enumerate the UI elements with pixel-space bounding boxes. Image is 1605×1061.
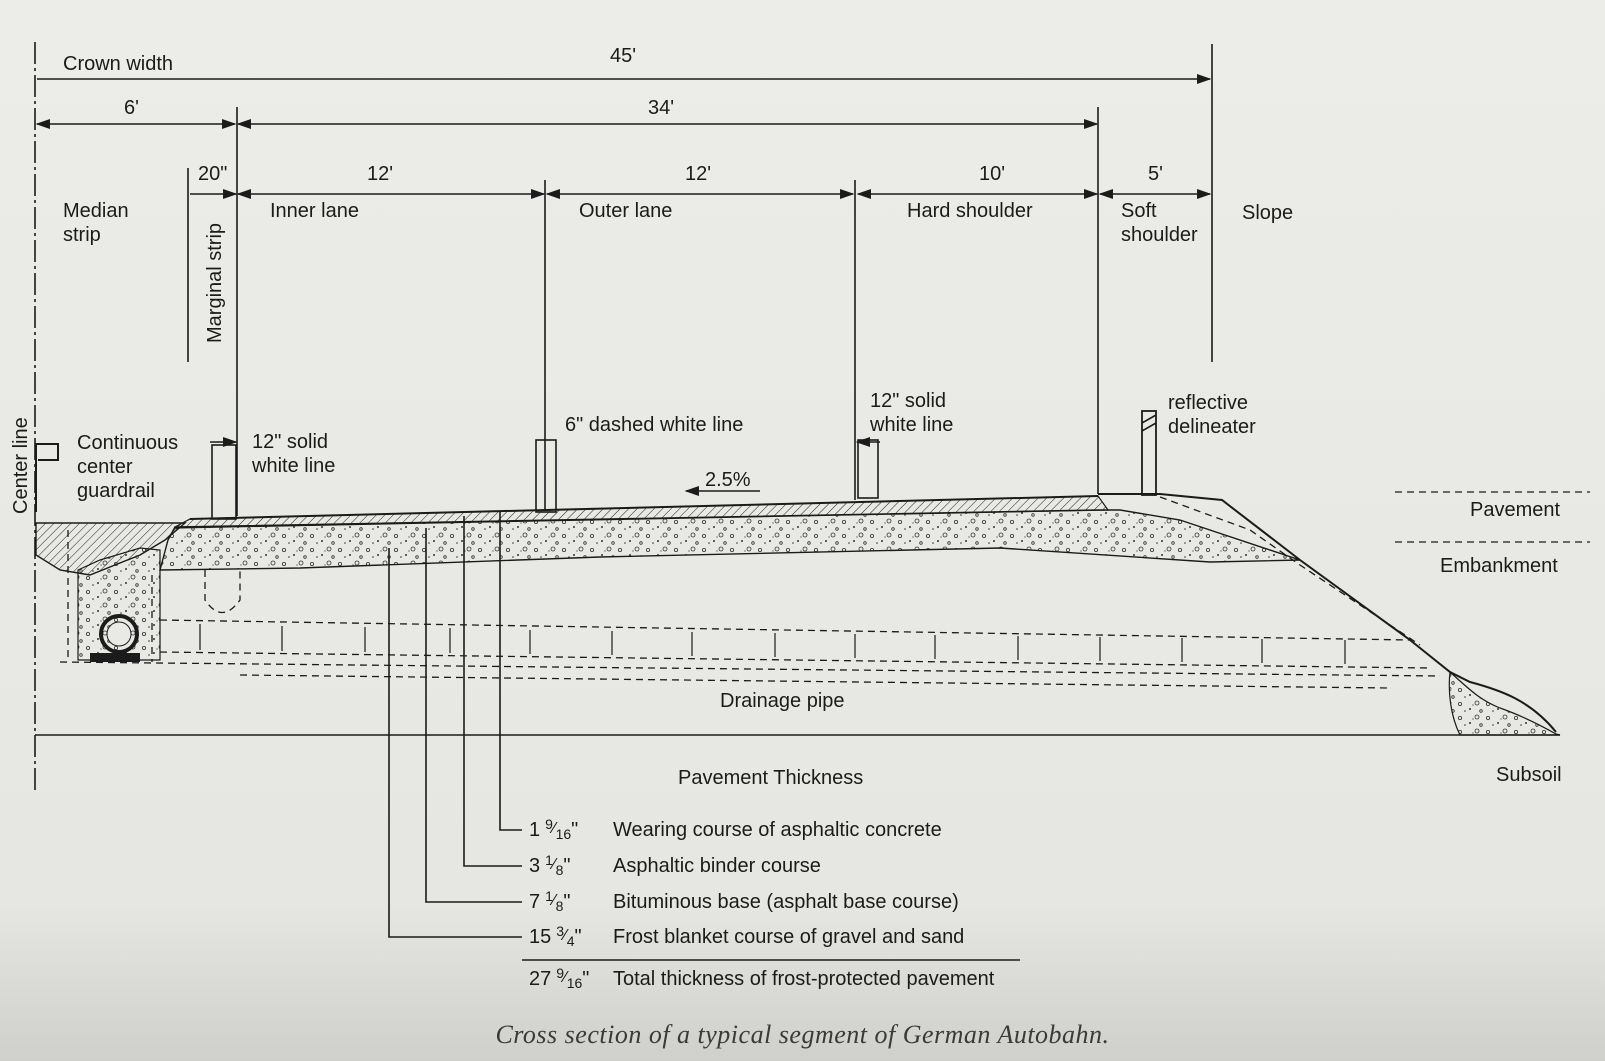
layer-desc: Frost blanket course of gravel and sand bbox=[613, 926, 964, 948]
delineator-label-1: reflective bbox=[1168, 392, 1248, 414]
layer-desc: Asphaltic binder course bbox=[613, 855, 821, 877]
svg-text:71⁄8": 71⁄8" bbox=[529, 888, 571, 914]
guardrail-label-3: guardrail bbox=[77, 480, 155, 502]
outer-lane-width-value: 12' bbox=[685, 163, 711, 185]
solid-line-inner-label-1: 12" solid bbox=[252, 431, 328, 453]
guardrail-label-1: Continuous bbox=[77, 432, 178, 454]
crown-width-value: 45' bbox=[610, 45, 636, 67]
guardrail-label-2: center bbox=[77, 456, 133, 478]
pavement-label: Pavement bbox=[1470, 499, 1560, 521]
pipe-bedding bbox=[90, 653, 140, 662]
delineator-post bbox=[1141, 410, 1157, 496]
solid-line-marker-outer bbox=[857, 439, 879, 499]
thickness-title: Pavement Thickness bbox=[678, 767, 863, 789]
svg-text:279⁄16": 279⁄16" bbox=[529, 965, 589, 991]
wearing-surface bbox=[189, 495, 1099, 520]
layer-desc: Bituminous base (asphalt base course) bbox=[613, 891, 959, 913]
median-label-1: Median bbox=[63, 200, 129, 222]
solid-line-marker-inner bbox=[211, 444, 237, 520]
crown-width-label: Crown width bbox=[63, 53, 173, 75]
crossfall-label: 2.5% bbox=[705, 469, 751, 491]
slope-label: Slope bbox=[1242, 202, 1293, 224]
layer-desc: Wearing course of asphaltic concrete bbox=[613, 819, 942, 841]
median-drain-gravel bbox=[77, 547, 161, 661]
soft-shoulder-label-1: Soft bbox=[1121, 200, 1157, 222]
delineator-label-2: delineater bbox=[1168, 416, 1256, 438]
drainage-pipe-icon bbox=[99, 614, 139, 654]
subsoil-label: Subsoil bbox=[1496, 764, 1562, 786]
marginal-strip-label: Marginal strip bbox=[204, 223, 226, 343]
embankment-label: Embankment bbox=[1440, 555, 1558, 577]
solid-line-inner-label-2: white line bbox=[251, 455, 335, 477]
road-body bbox=[35, 493, 1561, 736]
outer-lane-label: Outer lane bbox=[579, 200, 672, 222]
marginal-width-value: 20" bbox=[198, 163, 227, 185]
u-channel bbox=[204, 570, 241, 614]
inner-lane-width-value: 12' bbox=[367, 163, 393, 185]
slope-toe-gravel bbox=[1448, 670, 1561, 736]
subgrade-ties bbox=[199, 624, 1346, 664]
dashed-line-marker bbox=[535, 439, 557, 513]
carriage-width-value: 34' bbox=[648, 97, 674, 119]
total-desc: Total thickness of frost-protected pavem… bbox=[613, 968, 995, 990]
hard-shoulder-width-value: 10' bbox=[979, 163, 1005, 185]
slope-profile bbox=[1098, 493, 1557, 733]
svg-text:31⁄8": 31⁄8" bbox=[529, 852, 571, 878]
solid-line-outer-label-2: white line bbox=[869, 414, 953, 436]
dimension-lines bbox=[34, 42, 1213, 790]
drainage-pipe-label: Drainage pipe bbox=[720, 690, 845, 712]
center-line-label: Center line bbox=[10, 417, 32, 514]
svg-text:19⁄16": 19⁄16" bbox=[529, 816, 578, 842]
median-width-value: 6' bbox=[124, 97, 139, 119]
solid-line-outer-label-1: 12" solid bbox=[870, 390, 946, 412]
hard-shoulder-label: Hard shoulder bbox=[907, 200, 1033, 222]
dashed-line-label: 6" dashed white line bbox=[565, 414, 743, 436]
inner-lane-label: Inner lane bbox=[270, 200, 359, 222]
slope-inner-dash bbox=[1159, 496, 1421, 646]
svg-text:153⁄4": 153⁄4" bbox=[529, 923, 582, 949]
median-label-2: strip bbox=[63, 224, 101, 246]
labels: Crown width 45' 6' 34' 20" 12' 12' 10' 5… bbox=[10, 45, 1562, 789]
thickness-leaders bbox=[388, 512, 1020, 961]
stratum-dividers bbox=[35, 491, 1590, 736]
soft-shoulder-width-value: 5' bbox=[1148, 163, 1163, 185]
soft-shoulder-label-2: shoulder bbox=[1121, 224, 1198, 246]
figure-caption: Cross section of a typical segment of Ge… bbox=[495, 1020, 1110, 1049]
guardrail-icon bbox=[35, 443, 59, 512]
surface-markers bbox=[35, 410, 1157, 520]
